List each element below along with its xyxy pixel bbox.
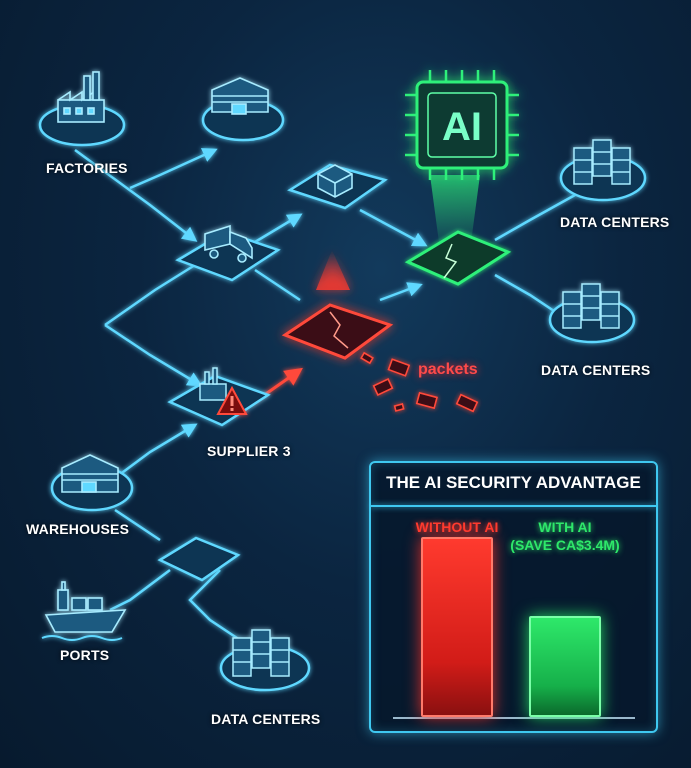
warning-icon	[216, 385, 248, 415]
packet-envelope	[393, 403, 405, 412]
link-breach-ai	[379, 282, 423, 302]
packet-envelope	[387, 358, 411, 377]
packet-envelope	[415, 391, 438, 410]
server-icon	[573, 139, 631, 185]
ai-chip-icon: AI	[405, 70, 519, 180]
link-left-supplier	[104, 323, 203, 387]
link-node-ports	[109, 569, 171, 612]
link-warehouse-supplier	[114, 423, 198, 480]
link-ai-datacenter-mid	[494, 273, 561, 317]
ports-node	[41, 581, 127, 641]
breach-node	[281, 250, 394, 360]
ai-chip-label: AI	[442, 105, 482, 149]
ai-node	[404, 230, 512, 286]
warehouses-node	[50, 454, 134, 512]
packet-envelope	[372, 378, 394, 396]
crate-node	[287, 163, 388, 210]
data-centers-mid-label: DATA CENTERS	[541, 362, 651, 378]
packet-envelope	[455, 393, 479, 413]
factory-icon	[57, 71, 105, 123]
server-icon	[232, 629, 290, 677]
warehouse-top-node	[201, 77, 285, 142]
bar-without-ai	[421, 537, 493, 717]
packet-fragments	[360, 351, 479, 413]
network-links	[74, 148, 576, 642]
ai-beam	[430, 175, 480, 250]
ship-icon	[44, 581, 127, 633]
ports-label: PORTS	[60, 647, 110, 663]
box-icon	[317, 164, 353, 198]
link-hub-crate	[249, 213, 303, 247]
datacenter-bottom-node	[219, 629, 311, 692]
chart-baseline	[393, 717, 635, 719]
panel-title: THE AI SECURITY ADVANTAGE	[386, 473, 641, 492]
junction-node	[157, 536, 241, 582]
factories-label: FACTORIES	[46, 160, 128, 176]
link-factories-warehouse	[129, 148, 218, 190]
link-ai-datacenter-top	[494, 193, 576, 242]
supplier-label: SUPPLIER 3	[207, 443, 291, 459]
bar-label-without-ai: WITHOUT AI	[415, 519, 499, 535]
bar-sublabel-with-ai: (SAVE CA$3.4M)	[510, 537, 620, 553]
warehouse-icon	[211, 77, 269, 115]
factories-node	[38, 71, 126, 147]
packet-envelope	[360, 351, 374, 365]
data-centers-bottom-label: DATA CENTERS	[211, 711, 321, 727]
truck-icon	[204, 224, 253, 263]
packets-label: packets	[418, 361, 478, 378]
link-factories-supplier	[74, 148, 198, 242]
link-warehouse-node	[114, 508, 161, 542]
link-hub-left	[104, 263, 196, 327]
link-crate-ai-node	[359, 208, 428, 247]
factory-icon	[199, 367, 227, 401]
datacenter-mid-node	[548, 283, 636, 344]
security-advantage-panel: THE AI SECURITY ADVANTAGE WITHOUT AI WITH…	[369, 461, 658, 733]
panel-divider	[371, 505, 656, 507]
truck-hub-node	[175, 224, 281, 282]
server-icon	[562, 283, 620, 329]
datacenter-top-node	[559, 139, 647, 202]
warehouses-label: WAREHOUSES	[26, 521, 130, 537]
link-node-datacenter	[188, 569, 241, 642]
supplier-node	[167, 367, 271, 427]
bar-label-with-ai: WITH AI	[538, 519, 592, 535]
warehouse-icon	[61, 454, 119, 493]
bar-with-ai	[529, 616, 601, 717]
data-centers-top-label: DATA CENTERS	[560, 214, 670, 230]
link-hub-breach	[254, 268, 301, 302]
